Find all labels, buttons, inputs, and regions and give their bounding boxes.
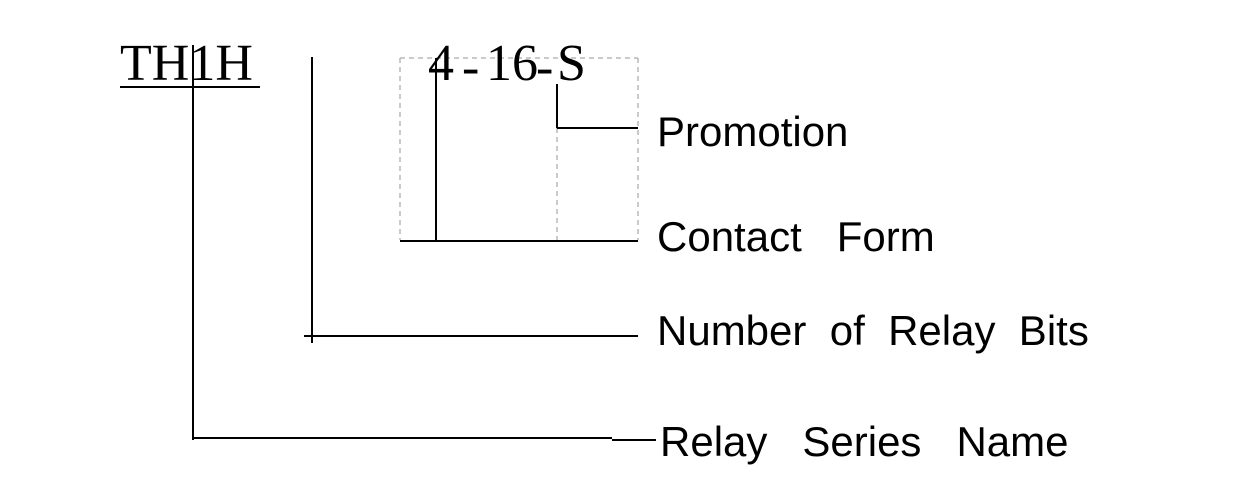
promotion-label: Promotion bbox=[657, 108, 848, 155]
contact-form-label: Contact Form bbox=[657, 213, 935, 260]
relay-bits-label: Number of Relay Bits bbox=[657, 307, 1089, 354]
series-code: TH1H bbox=[120, 35, 253, 92]
form-code: 16 bbox=[486, 35, 538, 92]
series-name-label: Relay Series Name bbox=[660, 418, 1068, 465]
promotion-code: S bbox=[557, 35, 586, 92]
bits-code: 4 bbox=[428, 35, 454, 92]
separator-2: - bbox=[536, 39, 553, 96]
separator-1: - bbox=[462, 39, 479, 96]
